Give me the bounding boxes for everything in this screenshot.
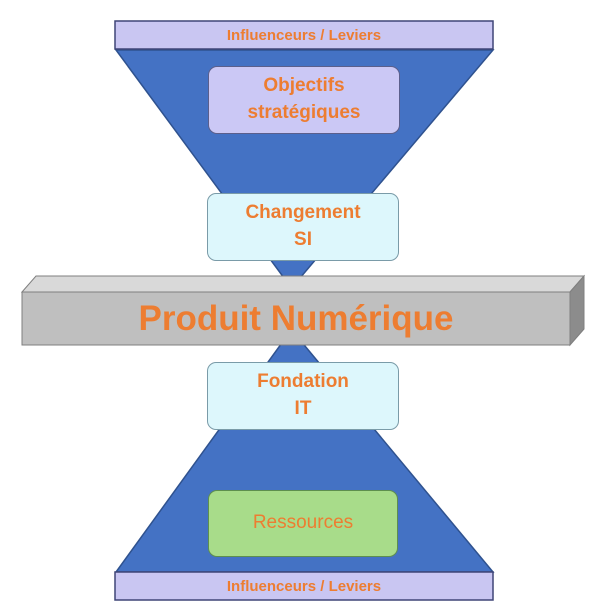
top-influencers-label: Influenceurs / Leviers bbox=[226, 26, 382, 44]
top-influencers-bar bbox=[114, 20, 494, 50]
resources-box: Ressources bbox=[208, 490, 398, 557]
bottom-influencers-label: Influenceurs / Leviers bbox=[226, 577, 382, 595]
central-slab-top-face bbox=[20, 275, 586, 293]
it-foundation-box: Fondation IT bbox=[207, 362, 399, 430]
is-change-box: Changement SI bbox=[207, 193, 399, 261]
digital-product-label: Produit Numérique bbox=[138, 298, 454, 338]
bottom-influencers-bar bbox=[114, 571, 494, 601]
strategic-objectives-box: Objectifs stratégiques bbox=[208, 66, 400, 134]
central-slab-front-face bbox=[21, 291, 571, 346]
